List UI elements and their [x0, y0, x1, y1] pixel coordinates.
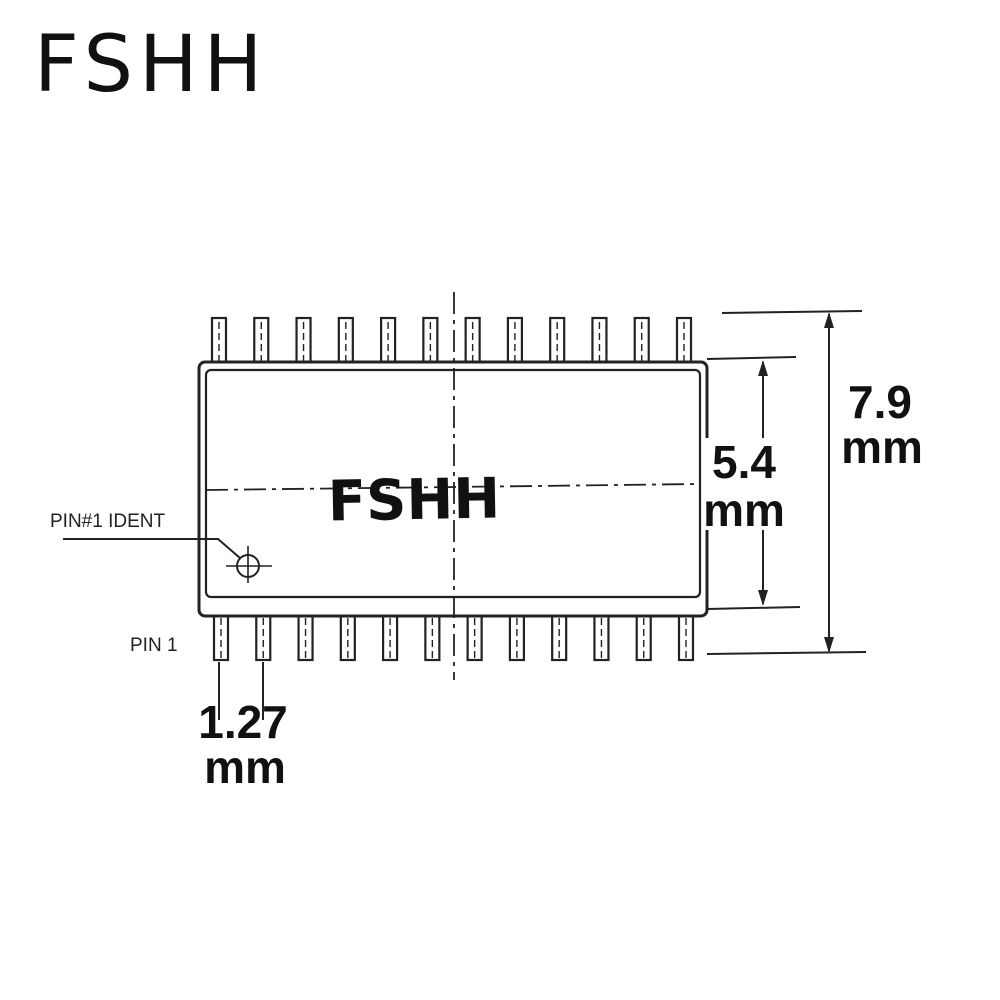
horizontal-centerline: [205, 483, 701, 491]
bottom-pin-row: [212, 612, 695, 662]
bottom-pin-7: [466, 612, 483, 662]
total-width-ext-bottom: [706, 651, 867, 655]
bottom-pin-10: [593, 612, 610, 662]
top-pin-row: [210, 316, 693, 366]
bottom-pin-2: [255, 612, 272, 662]
bottom-pin-12: [677, 612, 695, 662]
bottom-pin-3: [297, 612, 314, 662]
top-pin-11: [633, 316, 650, 366]
total-width-ext-top: [721, 310, 863, 314]
pin1-ident-leader: [63, 538, 241, 559]
body-width-ext-bottom: [706, 606, 801, 610]
total-width-value: 7.9: [848, 376, 912, 428]
top-pin-10: [591, 316, 608, 366]
total-width-spacer: [820, 376, 826, 378]
bottom-pin-1: [212, 612, 230, 662]
total-width-arrow-bottom: [824, 637, 834, 653]
top-pin-6: [422, 316, 439, 366]
brand-logo: FSHH: [34, 20, 269, 110]
bottom-pin-4: [339, 612, 356, 662]
body-width-arrow-bottom: [758, 590, 768, 606]
package-body-inner: [204, 368, 702, 599]
top-pin-5: [379, 316, 397, 366]
top-pin-2: [253, 316, 270, 366]
pin-pitch-unit: mm: [204, 741, 286, 793]
total-width-unit: mm: [841, 421, 923, 473]
pin-pitch-value: 1.27: [198, 696, 288, 748]
bottom-pin-9: [551, 612, 568, 662]
bottom-pin-5: [381, 612, 399, 662]
body-width-unit: mm: [703, 484, 785, 536]
total-width-arrow-top: [824, 312, 834, 328]
pin1-label: PIN 1: [130, 635, 178, 656]
top-pin-7: [464, 316, 481, 366]
top-pin-8: [506, 316, 524, 366]
pin1-ident-label: PIN#1 IDENT: [50, 511, 165, 532]
top-pin-12: [675, 316, 693, 366]
top-pin-1: [210, 316, 228, 366]
body-width-arrow-top: [758, 360, 768, 376]
top-pin-3: [295, 316, 312, 366]
bottom-pin-6: [424, 612, 441, 662]
chip-marking: FSHH: [327, 467, 500, 535]
bottom-pin-8: [508, 612, 526, 662]
body-width-value: 5.4: [712, 436, 776, 488]
body-width-ext-top: [706, 356, 797, 360]
bottom-pin-11: [635, 612, 652, 662]
body-width-label-bg: [704, 438, 792, 530]
top-pin-4: [337, 316, 354, 366]
top-pin-9: [549, 316, 566, 366]
